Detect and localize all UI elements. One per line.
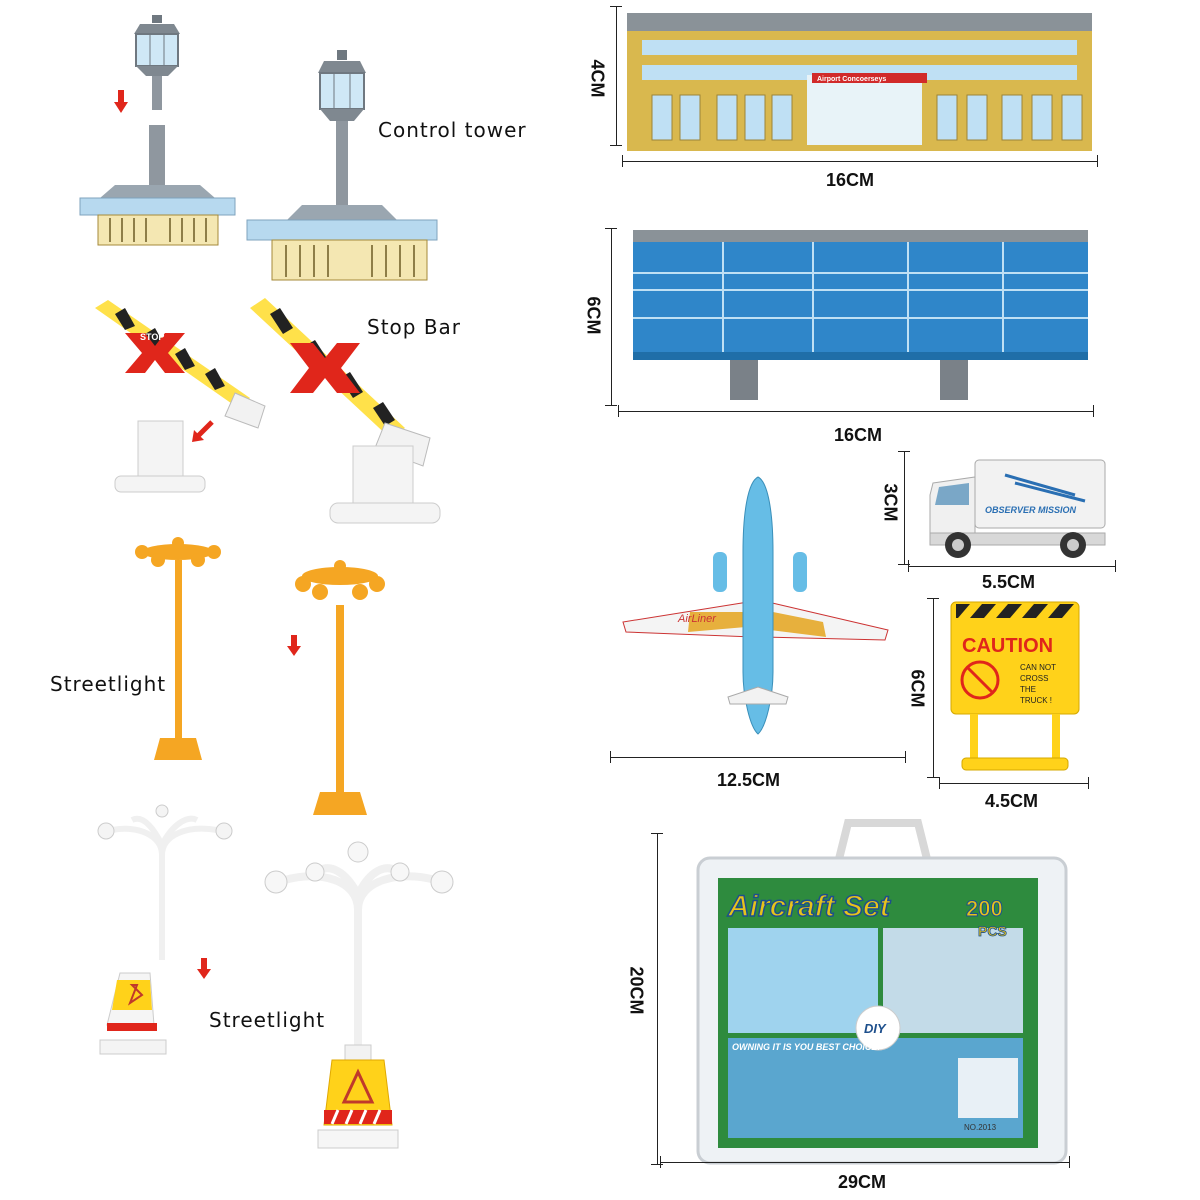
bag-title: Aircraft Set xyxy=(727,890,892,923)
stop-bar-large-image xyxy=(250,298,441,524)
streetlight-label-2: Streetlight xyxy=(209,1008,326,1032)
bag-slogan: OWNING IT IS YOU BEST CHOICE! xyxy=(732,1042,880,1052)
caution-line-4: TRUCK ! xyxy=(1020,696,1052,705)
down-arrow-icon xyxy=(197,958,211,979)
caution-line-1: CAN NOT xyxy=(1020,663,1056,672)
stop-bar-label: Stop Bar xyxy=(367,315,462,339)
white-streetlight-large-image xyxy=(264,841,454,1149)
caution-line-3: THE xyxy=(1020,685,1036,694)
bridge-width-label: 16CM xyxy=(834,425,883,445)
down-arrow-icon xyxy=(287,635,301,656)
bag-model: NO.2013 xyxy=(964,1123,997,1132)
boarding-bridge-image xyxy=(633,230,1088,400)
aircraft-set-bag-image: Aircraft Set 200 PCS DIY OWNING IT IS YO… xyxy=(696,819,1068,1165)
terminal-width-line xyxy=(622,155,1098,167)
caution-width-line xyxy=(939,777,1089,789)
terminal-width-label: 16CM xyxy=(826,170,875,190)
truck-text: OBSERVER MISSION xyxy=(985,505,1077,515)
caution-title: CAUTION xyxy=(962,635,1053,657)
truck-width-label: 5.5CM xyxy=(982,572,1036,592)
terminal-building-image: Airport Concoerseys xyxy=(627,13,1092,151)
observer-truck-image: OBSERVER MISSION xyxy=(929,459,1106,558)
caution-width-label: 4.5CM xyxy=(985,791,1039,811)
bag-pcs: PCS xyxy=(978,923,1007,939)
stop-bar-small-image: STOP xyxy=(95,300,266,493)
white-streetlight-small-image xyxy=(97,804,233,1055)
bag-height-label: 20CM xyxy=(626,966,647,1015)
orange-streetlight-large-image xyxy=(295,560,385,815)
plane-text: AirLiner xyxy=(677,613,717,625)
bridge-width-line xyxy=(618,405,1094,417)
bag-count: 200 xyxy=(966,896,1003,921)
terminal-height-line xyxy=(610,6,622,146)
plane-width-label: 12.5CM xyxy=(717,770,781,790)
terminal-height-label: 4CM xyxy=(587,59,608,98)
bag-diy: DIY xyxy=(864,1021,887,1036)
control-tower-large-image xyxy=(246,50,438,281)
stop-sign-text: STOP xyxy=(140,332,164,342)
plane-width-line xyxy=(610,751,906,763)
caution-line-2: CROSS xyxy=(1020,674,1048,683)
bag-width-line xyxy=(660,1156,1070,1168)
caution-height-label: 6CM xyxy=(907,669,928,708)
airliner-image: AirLiner xyxy=(622,476,889,735)
down-arrow-icon xyxy=(114,90,128,113)
truck-height-line xyxy=(898,451,910,565)
truck-width-line xyxy=(908,560,1116,572)
bag-height-line xyxy=(651,833,663,1165)
bag-width-label: 29CM xyxy=(838,1172,887,1192)
bridge-height-line xyxy=(605,228,617,406)
bridge-height-label: 6CM xyxy=(583,296,604,335)
caution-height-line xyxy=(927,598,939,778)
caution-sign-image: CAUTION CAN NOT CROSS THE TRUCK ! xyxy=(950,601,1080,771)
control-tower-label: Control tower xyxy=(378,118,527,142)
orange-streetlight-small-image xyxy=(135,537,221,760)
control-tower-small-image xyxy=(79,15,236,246)
streetlight-label-1: Streetlight xyxy=(50,672,167,696)
diagonal-arrow-icon xyxy=(192,420,214,442)
terminal-sign-text: Airport Concoerseys xyxy=(817,76,886,83)
